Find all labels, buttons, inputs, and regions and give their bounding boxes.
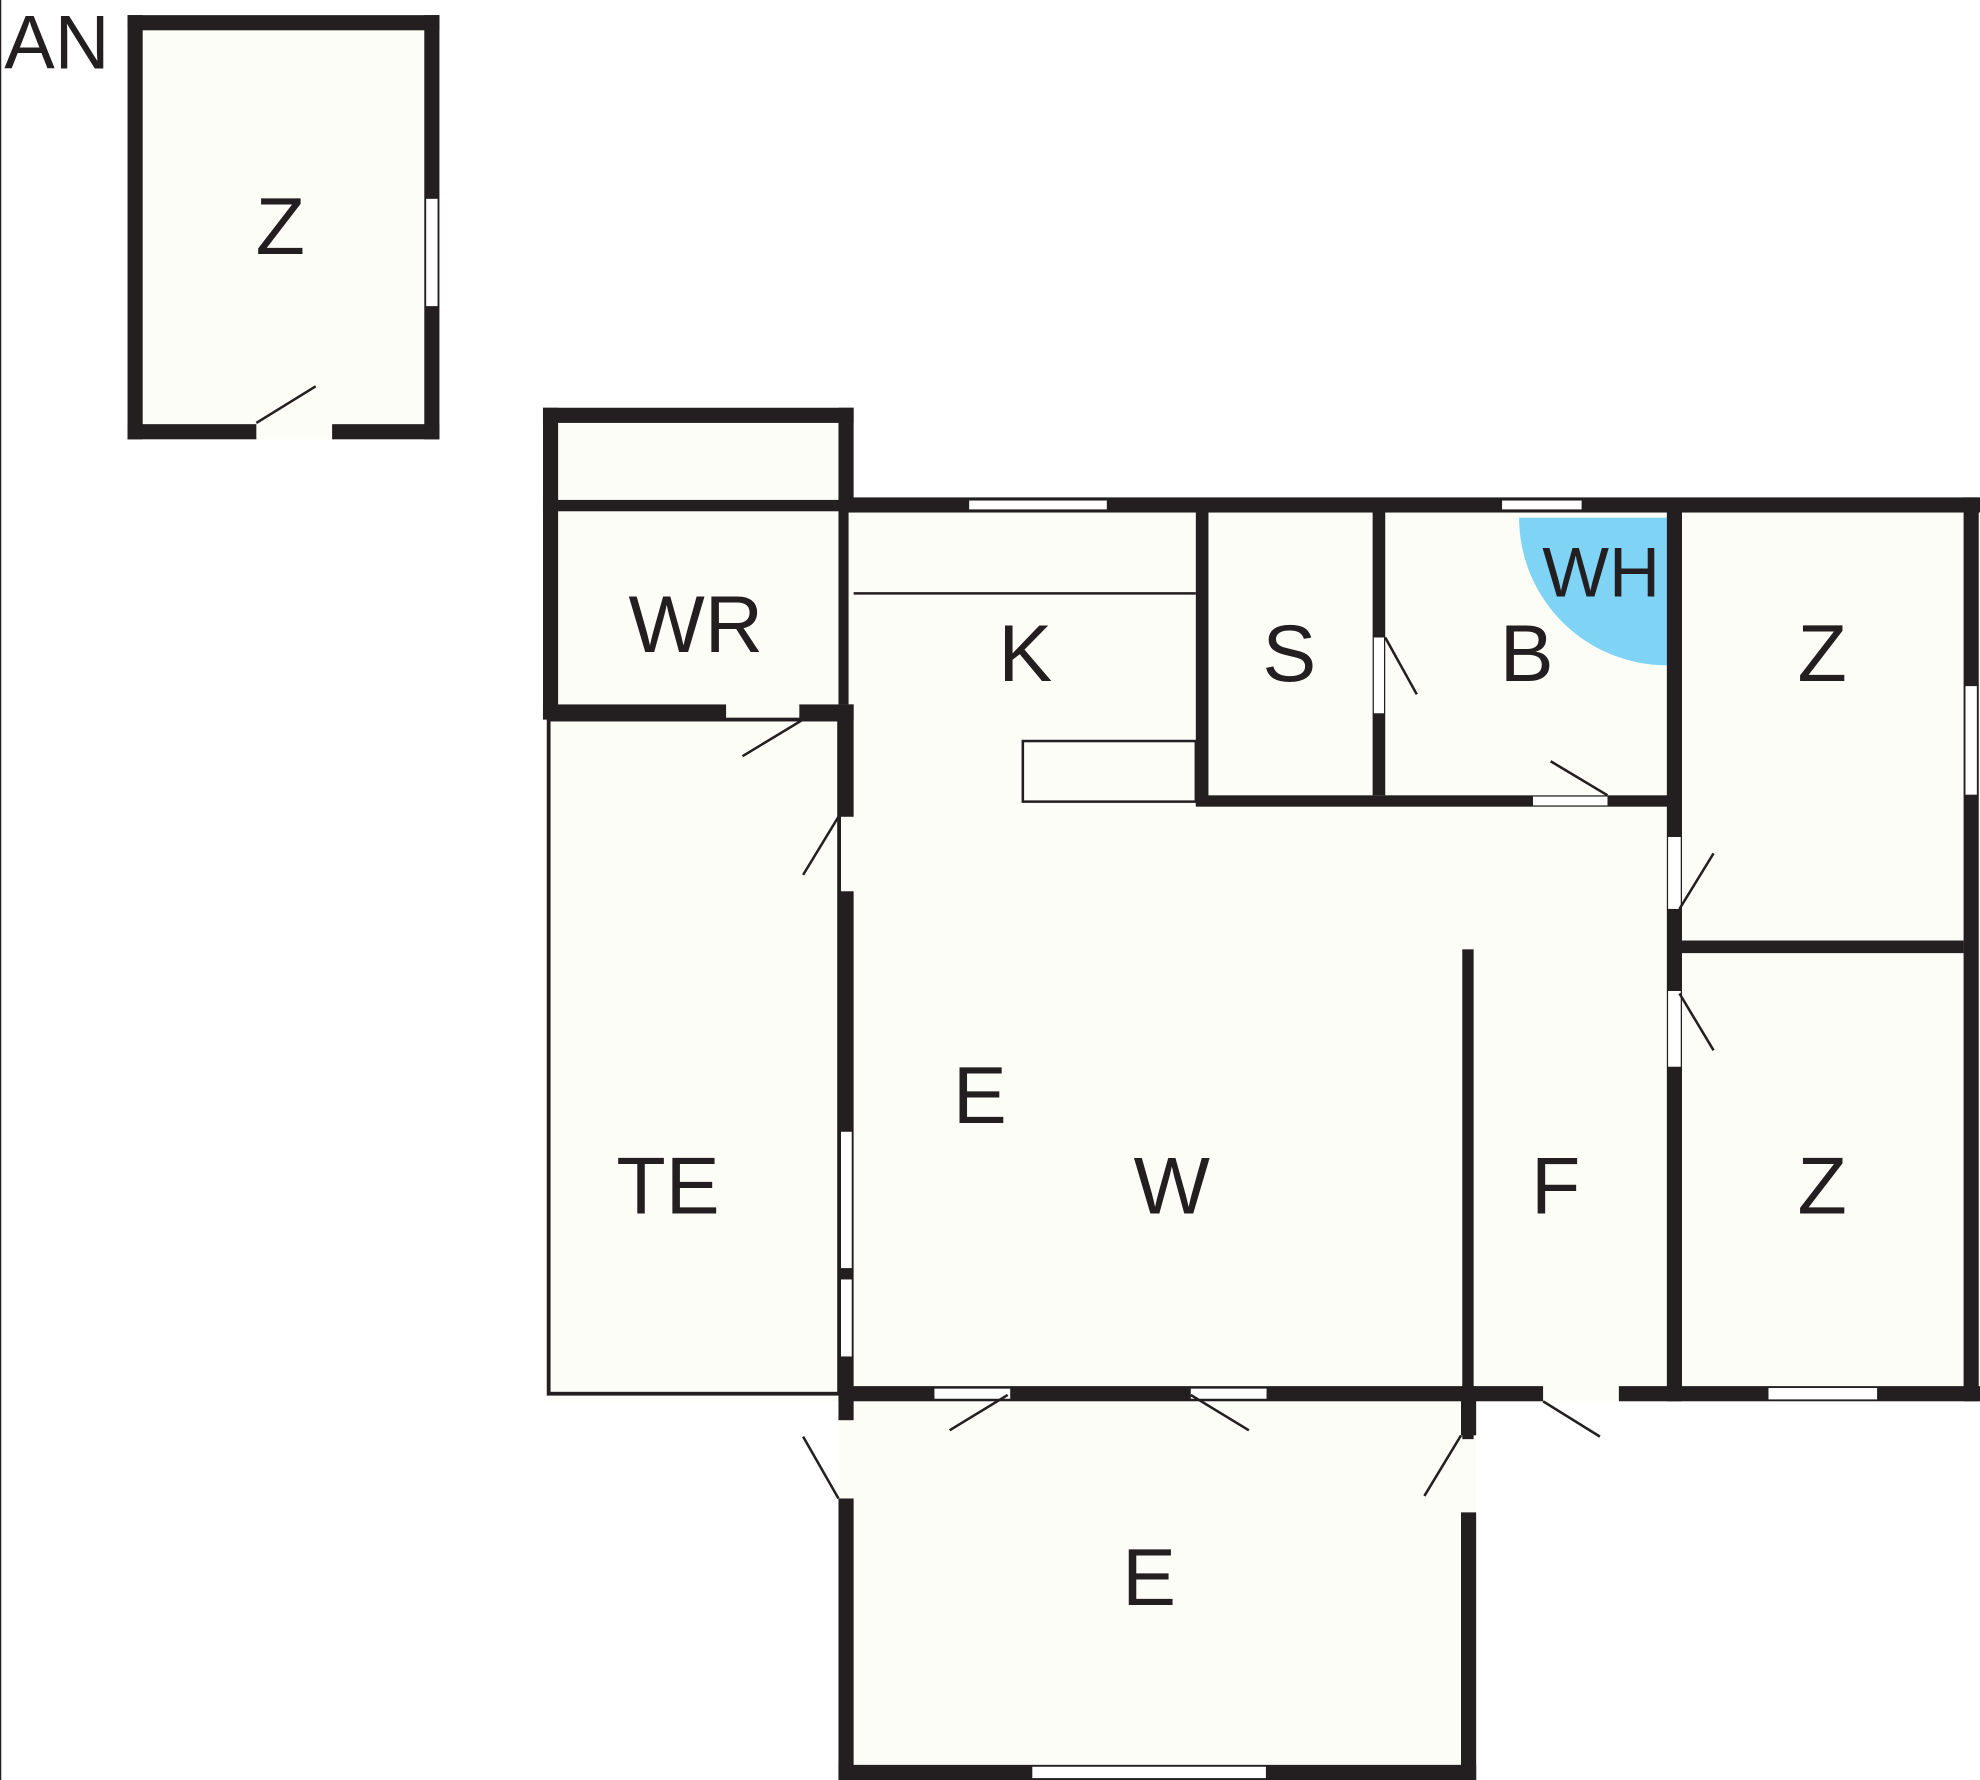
- door-swing: [1550, 760, 1609, 797]
- window: [839, 1278, 853, 1358]
- door-swing: [1542, 1400, 1601, 1438]
- door-swing: [948, 1393, 1009, 1432]
- room-label-e-lower: E: [1122, 1533, 1176, 1623]
- door-swing: [1678, 992, 1715, 1051]
- door-swing: [1384, 636, 1418, 695]
- window: [1500, 499, 1583, 511]
- room-label-k: K: [998, 609, 1052, 699]
- window: [1031, 1765, 1268, 1780]
- room-label-te: TE: [616, 1142, 719, 1232]
- room-label-wh: WH: [1542, 532, 1660, 611]
- door-swing: [1423, 1434, 1463, 1497]
- door-swing: [1678, 852, 1715, 910]
- room-label-z2: Z: [1797, 1142, 1846, 1232]
- window: [1964, 684, 1979, 796]
- room-label-wr: WR: [628, 580, 763, 670]
- annex-label: AN: [4, 0, 109, 85]
- room-label-f: F: [1531, 1142, 1580, 1232]
- main-walls: [542, 407, 1980, 1780]
- window: [1767, 1386, 1879, 1401]
- window: [839, 1130, 853, 1270]
- room-label-e-living: E: [953, 1051, 1007, 1141]
- shower-area: [1519, 517, 1667, 666]
- door-swing: [741, 718, 804, 758]
- room-label-w: W: [1134, 1142, 1210, 1232]
- room-label-annex-z: Z: [256, 182, 305, 272]
- door-swing: [255, 385, 317, 424]
- terrace-outline: [546, 717, 841, 1396]
- door-swing: [802, 816, 840, 876]
- room-label-b: B: [1500, 609, 1554, 699]
- door-swing: [802, 1435, 840, 1500]
- window: [424, 197, 439, 308]
- room-label-s: S: [1262, 609, 1316, 699]
- floors: [127, 15, 1980, 1780]
- annex-walls: [127, 15, 440, 440]
- room-label-z1: Z: [1797, 609, 1846, 699]
- window: [967, 499, 1109, 511]
- door-swing: [1190, 1393, 1250, 1432]
